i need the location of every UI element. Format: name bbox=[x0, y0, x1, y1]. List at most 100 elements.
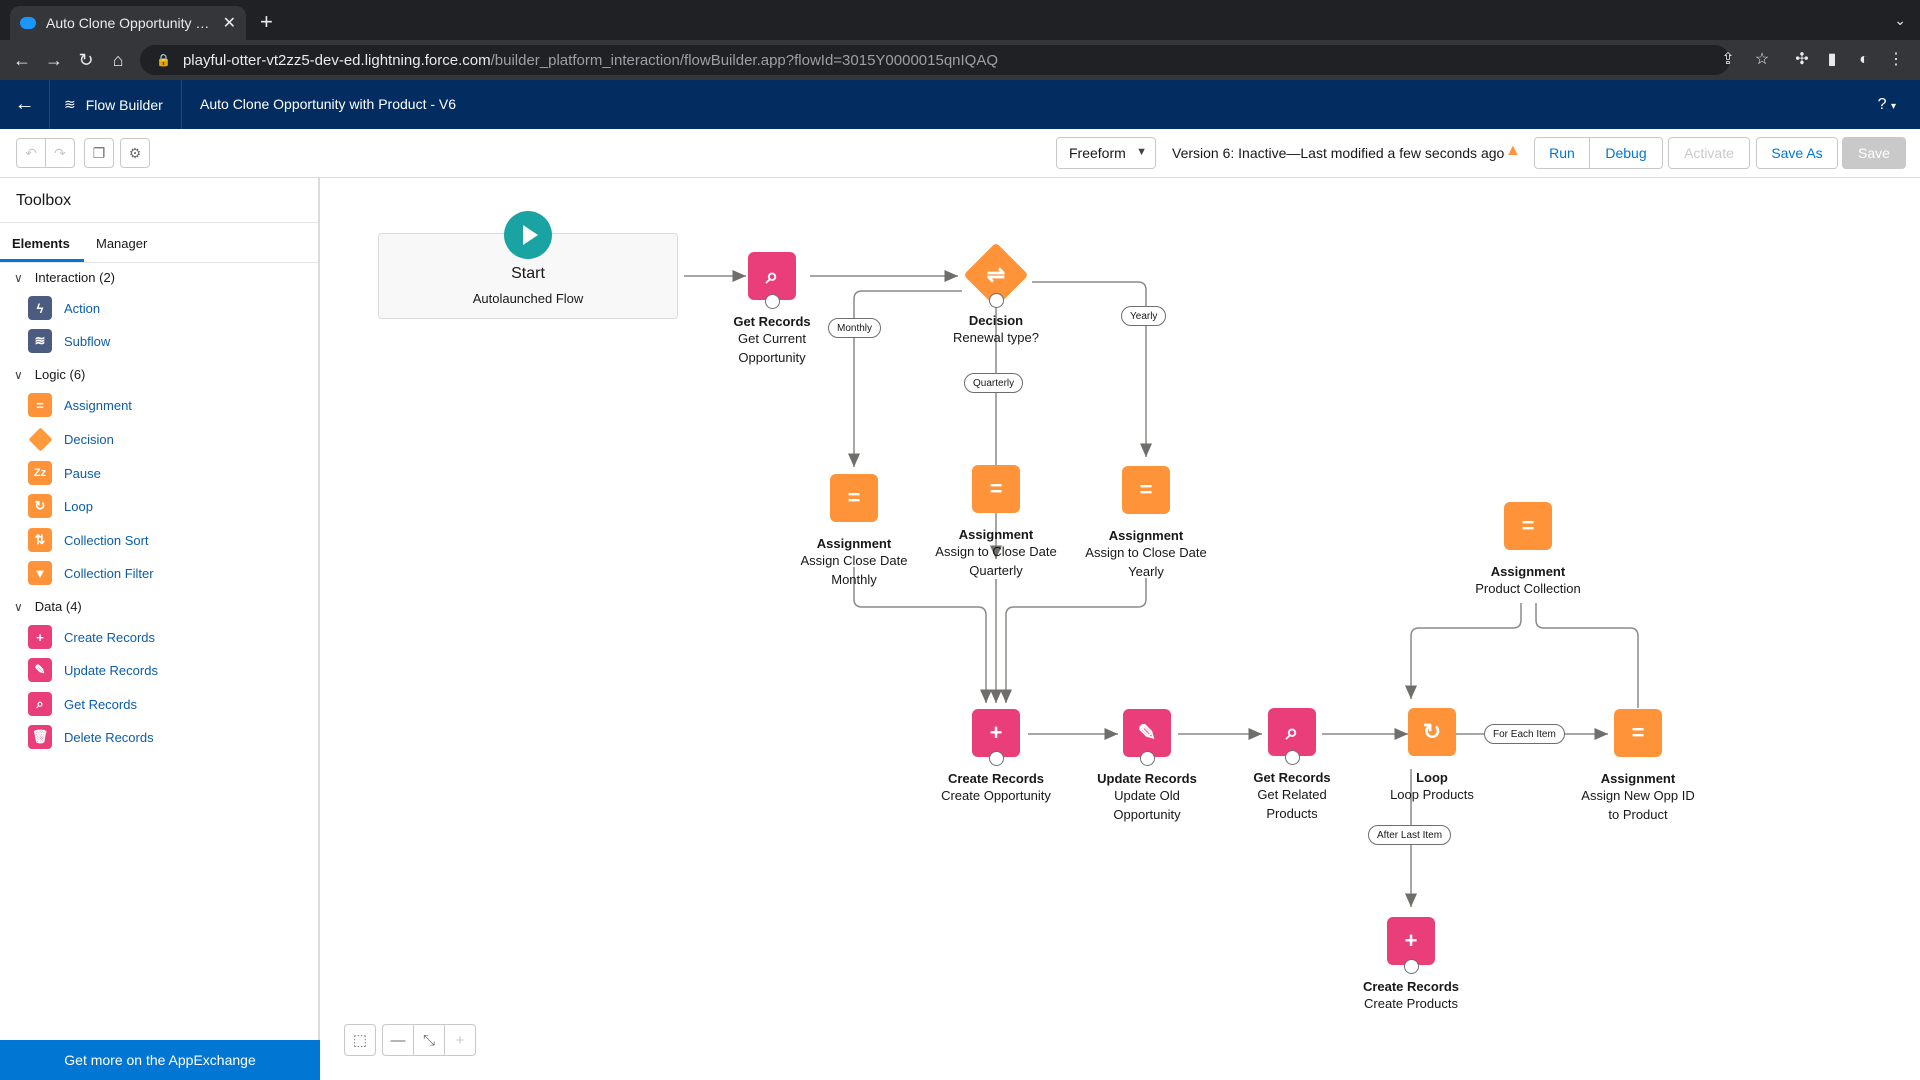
forward-arrow-icon[interactable]: → bbox=[45, 50, 63, 70]
node-label: Product Collection bbox=[1475, 581, 1581, 596]
toolbox-item-get-records[interactable]: ⌕ Get Records bbox=[28, 692, 137, 716]
node-label: Monthly bbox=[831, 572, 877, 587]
get-records-icon: ⌕ bbox=[28, 692, 52, 716]
reload-icon[interactable]: ↻ bbox=[78, 50, 94, 70]
profile-avatar-icon[interactable]: ◐ bbox=[1859, 51, 1869, 68]
debug-button[interactable]: Debug bbox=[1589, 137, 1663, 169]
home-icon[interactable]: ⌂ bbox=[112, 50, 124, 70]
chevron-down-icon: ∨ bbox=[14, 599, 23, 614]
node-get-current-opportunity[interactable]: ⌕ Get Records Get Current Opportunity bbox=[702, 252, 842, 367]
toolbox-item-collection-filter[interactable]: ▼ Collection Filter bbox=[28, 561, 154, 585]
browser-tab[interactable]: Auto Clone Opportunity with Product ✕ bbox=[10, 6, 246, 40]
toolbox-item-collection-sort[interactable]: ⇅ Collection Sort bbox=[28, 528, 149, 552]
edge-label-quarterly[interactable]: Quarterly bbox=[964, 373, 1024, 393]
edge-label-monthly[interactable]: Monthly bbox=[828, 318, 882, 338]
url-input[interactable]: 🔒 playful-otter-vt2zz5-dev-ed.lightning.… bbox=[140, 45, 1730, 75]
connector-handle[interactable] bbox=[1285, 750, 1300, 765]
connector-handle[interactable] bbox=[989, 751, 1004, 766]
group-header-data[interactable]: ∨ Data (4) bbox=[14, 599, 82, 614]
edge-label-after-last-item[interactable]: After Last Item bbox=[1368, 825, 1452, 845]
save-as-button[interactable]: Save As bbox=[1756, 137, 1838, 169]
get-records-icon: ⌕ bbox=[1268, 708, 1316, 765]
gear-icon[interactable]: ⚙ bbox=[120, 138, 150, 168]
edge-label-yearly[interactable]: Yearly bbox=[1121, 306, 1167, 326]
node-get-related-products[interactable]: ⌕ Get Records Get Related Products bbox=[1212, 708, 1372, 823]
toolbox-item-label: Pause bbox=[64, 465, 101, 481]
node-decision-renewal-type[interactable]: ⇌ Decision Renewal type? bbox=[921, 242, 1071, 347]
toolbox-item-create-records[interactable]: + Create Records bbox=[28, 625, 155, 649]
warning-icon[interactable]: ▲ bbox=[1505, 142, 1521, 159]
node-create-opportunity[interactable]: + Create Records Create Opportunity bbox=[911, 709, 1081, 805]
activate-button[interactable]: Activate bbox=[1668, 137, 1750, 169]
node-assign-new-opp-id[interactable]: = Assignment Assign New Opp ID to Produc… bbox=[1558, 709, 1718, 824]
node-type: Assignment bbox=[958, 527, 1034, 542]
lightning-icon: ϟ bbox=[28, 296, 52, 320]
flow-canvas[interactable]: Start Autolaunched Flow ⌕ Get Records Ge… bbox=[322, 179, 1920, 1080]
save-button[interactable]: Save bbox=[1842, 137, 1906, 169]
help-menu-button[interactable]: ? ▾ bbox=[1878, 80, 1896, 129]
node-assign-product-collection[interactable]: = Assignment Product Collection bbox=[1448, 502, 1608, 598]
toolbox-item-label: Decision bbox=[64, 431, 114, 447]
toolbox-item-loop[interactable]: ↻ Loop bbox=[28, 494, 93, 518]
toolbox-item-pause[interactable]: Zz Pause bbox=[28, 461, 101, 485]
close-tab-icon[interactable]: ✕ bbox=[222, 15, 236, 32]
group-header-interaction[interactable]: ∨ Interaction (2) bbox=[14, 270, 115, 285]
edge-label-for-each-item[interactable]: For Each Item bbox=[1484, 724, 1565, 744]
back-arrow-icon[interactable]: ← bbox=[13, 50, 31, 70]
subflow-icon: ≋ bbox=[28, 329, 52, 353]
undo-icon[interactable]: ↶ bbox=[16, 138, 46, 168]
toolbox-item-assignment[interactable]: = Assignment bbox=[28, 393, 132, 417]
marquee-select-icon[interactable]: ⬚ bbox=[344, 1024, 376, 1056]
canvas-mode-value: Freeform bbox=[1069, 145, 1126, 161]
group-label: Logic (6) bbox=[34, 367, 86, 382]
extensions-puzzle-icon[interactable]: ✣ bbox=[1795, 51, 1809, 68]
connector-handle[interactable] bbox=[989, 293, 1004, 308]
node-label: Get Current bbox=[738, 331, 806, 346]
copy-icon[interactable]: ❐ bbox=[84, 138, 114, 168]
lock-icon: 🔒 bbox=[156, 53, 171, 67]
toolbox-item-action[interactable]: ϟ Action bbox=[28, 296, 100, 320]
divider bbox=[0, 262, 318, 263]
play-icon[interactable] bbox=[504, 211, 552, 259]
connector bbox=[1032, 281, 1152, 457]
connector-handle[interactable] bbox=[1140, 751, 1155, 766]
tab-manager[interactable]: Manager bbox=[96, 236, 148, 251]
back-arrow-icon[interactable]: ← bbox=[0, 80, 50, 129]
node-assign-close-date-monthly[interactable]: = Assignment Assign Close Date Monthly bbox=[774, 474, 934, 589]
zoom-in-icon[interactable]: + bbox=[444, 1024, 476, 1056]
toolbox-title: Toolbox bbox=[16, 192, 72, 209]
zoom-out-icon[interactable]: — bbox=[382, 1024, 414, 1056]
browser-menu-icon[interactable]: ⋮ bbox=[1888, 51, 1904, 68]
node-label: Renewal type? bbox=[953, 330, 1039, 345]
decision-icon bbox=[27, 426, 53, 452]
tab-elements[interactable]: Elements bbox=[12, 236, 70, 251]
toolbox-item-label: Delete Records bbox=[64, 729, 154, 745]
node-label: Yearly bbox=[1128, 564, 1164, 579]
new-tab-icon[interactable]: + bbox=[260, 9, 273, 34]
node-assign-close-date-yearly[interactable]: = Assignment Assign to Close Date Yearly bbox=[1061, 466, 1231, 581]
divider bbox=[0, 222, 318, 223]
fit-to-view-icon[interactable]: ⤡ bbox=[413, 1024, 445, 1056]
toolbox-item-subflow[interactable]: ≋ Subflow bbox=[28, 329, 110, 353]
group-header-logic[interactable]: ∨ Logic (6) bbox=[14, 367, 85, 382]
connector-handle[interactable] bbox=[765, 294, 780, 309]
url-host: playful-otter-vt2zz5-dev-ed.lightning.fo… bbox=[182, 51, 491, 69]
update-records-icon: ✎ bbox=[1123, 709, 1171, 766]
run-button[interactable]: Run bbox=[1534, 137, 1590, 169]
share-icon[interactable]: ⇪ bbox=[1721, 51, 1735, 68]
redo-icon[interactable]: ↷ bbox=[45, 138, 75, 168]
connector-handle[interactable] bbox=[1404, 959, 1419, 974]
toolbox-item-decision[interactable]: Decision bbox=[27, 426, 114, 452]
toolbox-item-update-records[interactable]: ✎ Update Records bbox=[28, 658, 158, 682]
toolbox-item-label: Collection Filter bbox=[64, 565, 154, 581]
node-update-old-opportunity[interactable]: ✎ Update Records Update Old Opportunity bbox=[1067, 709, 1227, 824]
node-create-products[interactable]: + Create Records Create Products bbox=[1331, 917, 1491, 1013]
appexchange-link[interactable]: Get more on the AppExchange bbox=[0, 1040, 320, 1080]
node-loop-products[interactable]: ↻ Loop Loop Products bbox=[1362, 708, 1502, 804]
tab-search-chevron-icon[interactable]: ⌄ bbox=[1894, 12, 1906, 28]
canvas-mode-select[interactable]: Freeform ▼ bbox=[1056, 137, 1156, 169]
bookmark-star-icon[interactable]: ☆ bbox=[1754, 51, 1770, 68]
side-panel-icon[interactable]: ▮ bbox=[1827, 51, 1837, 68]
toolbox-item-delete-records[interactable]: 🗑 Delete Records bbox=[28, 725, 154, 749]
node-assign-close-date-quarterly[interactable]: = Assignment Assign to Close Date Quarte… bbox=[911, 465, 1081, 580]
